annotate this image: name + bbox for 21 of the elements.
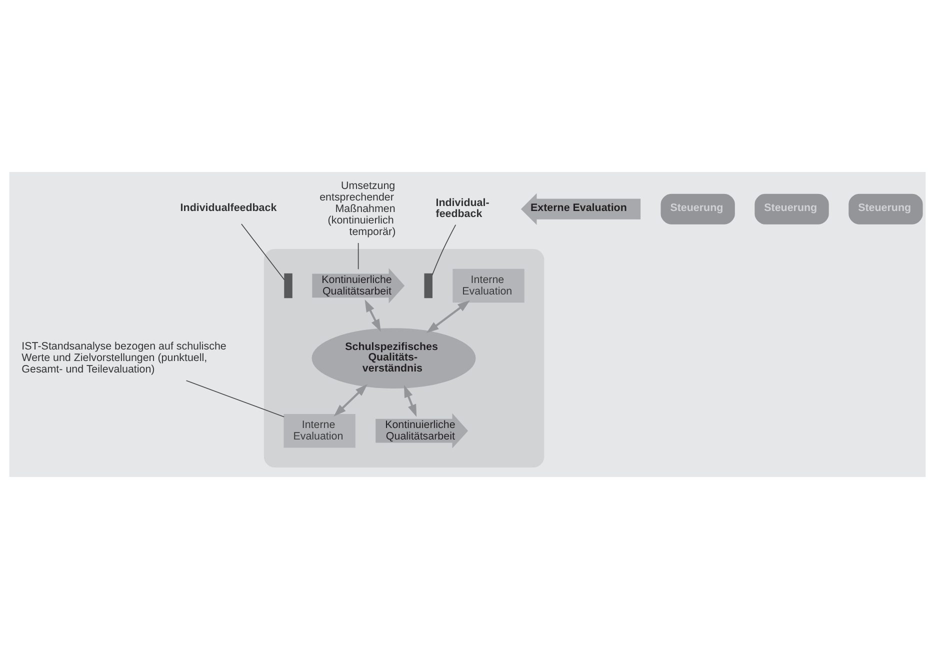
connector [186, 380, 285, 417]
node-box: Interne Evaluation [284, 413, 356, 448]
connector [241, 223, 285, 280]
connector [358, 242, 359, 270]
node-bar [284, 272, 292, 298]
arrow [334, 384, 368, 416]
node-box: Steuerung [754, 193, 829, 224]
node-box: Steuerung [848, 193, 923, 224]
node-bar [424, 272, 432, 298]
cluster [264, 248, 544, 468]
node-text: IST-Standsanalyse bezogen auf schulische Werte und Zielvorstellungen (punktuell, Gesamt- und Teilevaluation) [22, 340, 226, 376]
arrow [426, 300, 470, 333]
arrow [404, 384, 417, 416]
connector [432, 224, 456, 276]
node-text: Individualfeedback [180, 202, 277, 214]
node-box: Interne Evaluation [452, 268, 524, 302]
arrow [364, 299, 381, 332]
node-text: Individual- feedback [436, 196, 490, 220]
node-ellipse: Schulspezifisches Qualitäts- verständnis [312, 328, 476, 388]
node-text: Umsetzung entsprechender Maßnahmen (kontinuierlich temporär) [320, 179, 396, 238]
node-box: Steuerung [660, 193, 735, 224]
